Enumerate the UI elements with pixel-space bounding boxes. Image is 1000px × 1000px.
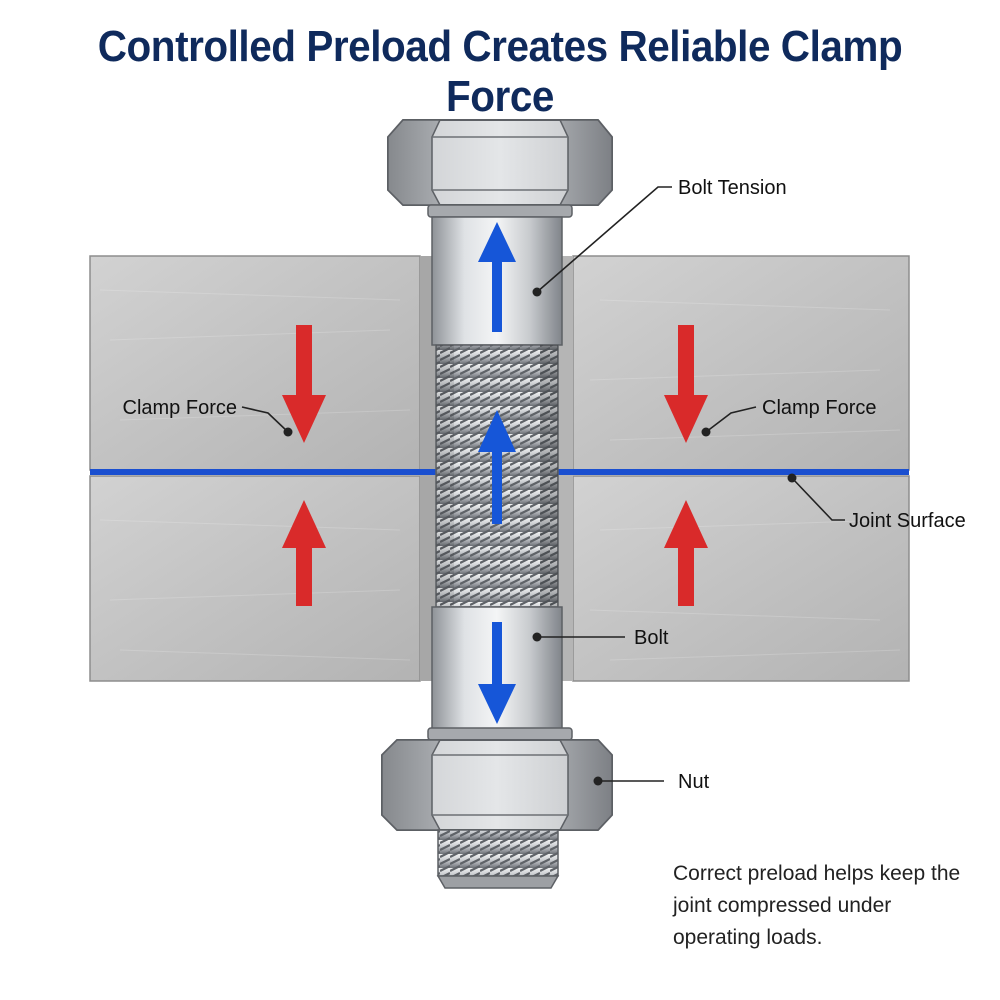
label-bolt: Bolt xyxy=(634,627,669,649)
label-bolt-tension: Bolt Tension xyxy=(678,177,787,199)
clamped-plates xyxy=(89,255,910,682)
label-clamp-force-left: Clamp Force xyxy=(123,397,237,419)
label-clamp-force-right: Clamp Force xyxy=(762,397,876,419)
plate-top-left xyxy=(89,255,421,471)
tension-arrow-up-middle xyxy=(478,410,516,524)
leader-clamp-right xyxy=(705,406,757,433)
bolt-thread-tail xyxy=(436,829,560,889)
bolt-head xyxy=(387,119,613,218)
caption-note: Correct preload helps keep the joint com… xyxy=(673,858,983,954)
leader-joint-surface xyxy=(791,477,845,521)
clamp-arrow-down-right xyxy=(664,325,708,443)
tension-arrow-down-lower xyxy=(478,622,516,724)
clamp-arrow-up-left xyxy=(282,500,326,606)
leader-bolt-tension xyxy=(536,186,672,293)
caption-line-3: operating loads. xyxy=(673,926,823,949)
joint-surface-line xyxy=(90,469,909,475)
nut xyxy=(381,727,613,831)
plate-top-right xyxy=(572,255,910,471)
plate-bottom-left xyxy=(89,475,421,682)
caption-line-2: joint compressed under xyxy=(673,894,892,917)
clamp-arrow-down-left xyxy=(282,325,326,443)
leader-clamp-left xyxy=(241,406,289,433)
label-nut: Nut xyxy=(678,771,710,793)
tension-arrow-up-upper xyxy=(478,222,516,332)
clamp-arrow-up-right xyxy=(664,500,708,606)
plate-bottom-right xyxy=(572,475,910,682)
page-title: Controlled Preload Creates Reliable Clam… xyxy=(97,22,903,121)
label-joint-surface: Joint Surface xyxy=(849,510,966,532)
caption-line-1: Correct preload helps keep the xyxy=(673,862,961,885)
